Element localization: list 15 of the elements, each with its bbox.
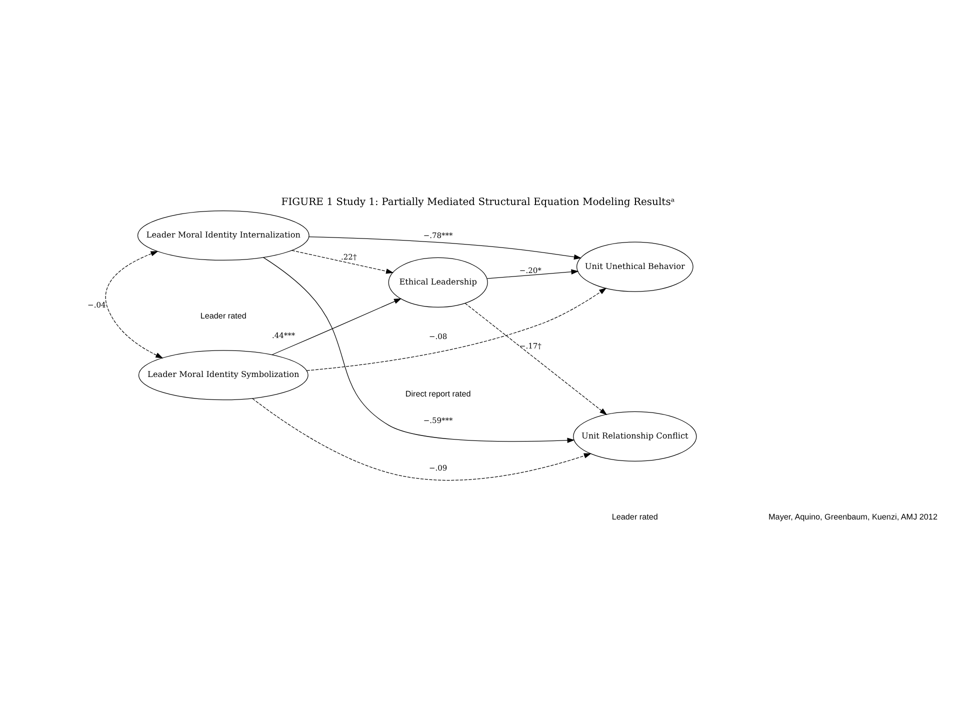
arrow [464,302,608,416]
arrow [292,250,394,274]
arrow [105,251,164,358]
node-ellipse: Unit Relationship Conflict [573,411,697,462]
arrow [306,288,607,371]
node-ellipse: Leader Moral Identity Symbolization [138,350,308,400]
node-ellipse: Ethical Leadership [388,257,488,308]
arrow [252,398,592,480]
arrow [308,236,582,260]
arrow [263,257,575,443]
node-ellipse: Leader Moral Identity Internalization [137,210,310,261]
node-ellipse: Unit Unethical Behavior [576,242,694,292]
arrow [486,269,579,279]
diagram-title: FIGURE 1 Study 1: Partially Mediated Structural Equation Modeling Resultsᵃ [281,197,675,208]
arrow [272,298,402,356]
